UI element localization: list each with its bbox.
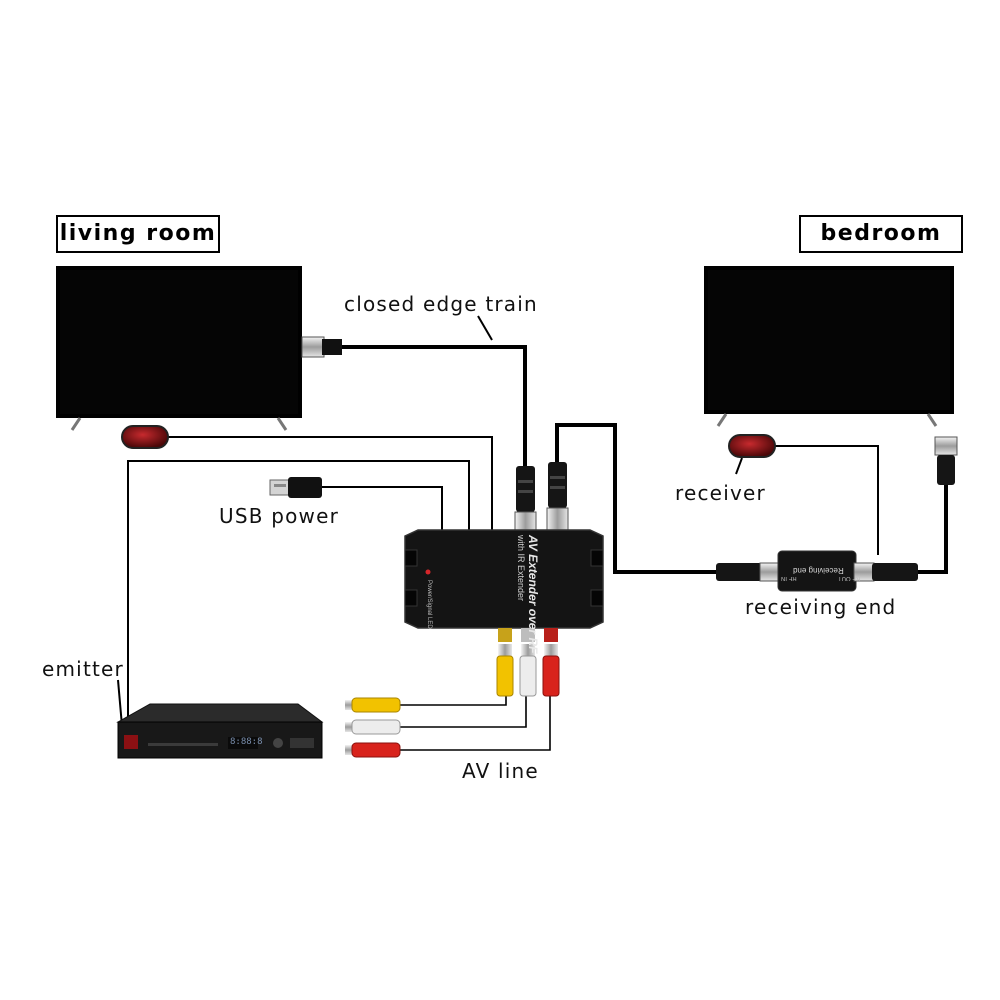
usb-power-label: USB power xyxy=(219,504,340,528)
av-line-white xyxy=(400,696,527,728)
bedroom-tv xyxy=(704,266,954,427)
rf-connector-right xyxy=(546,462,569,531)
device-led-text: Power/Signal LED xyxy=(426,580,432,629)
ir-receiver-living xyxy=(121,425,169,449)
bedroom-coax-plug xyxy=(934,436,958,485)
emitter-cable xyxy=(127,460,470,728)
device-title-text: AV Extender over RF xyxy=(526,535,540,654)
cables xyxy=(117,315,948,751)
usb-cable xyxy=(322,486,443,530)
av-line-label: AV line xyxy=(462,759,539,783)
av-line-yellow xyxy=(400,696,507,706)
bedroom-label: bedroom xyxy=(799,215,963,253)
receiving-end-label: receiving end xyxy=(745,595,897,619)
tv-coax-plug xyxy=(301,336,342,358)
av-extender-device xyxy=(404,462,604,642)
dvd-player xyxy=(116,703,324,759)
device-subtitle-text: with IR Extender xyxy=(516,535,526,602)
receiving-end-unit xyxy=(716,550,918,592)
living-room-label: living room xyxy=(56,215,220,253)
rca-cable-ends xyxy=(345,697,401,758)
closed-edge-train-label: closed edge train xyxy=(344,292,538,316)
coax-cable-bedroom-tv xyxy=(918,482,948,574)
emitter-label: emitter xyxy=(42,657,124,681)
ir-receiver-cable-bedroom xyxy=(772,445,879,555)
av-line-red xyxy=(400,696,551,751)
rca-plug-white xyxy=(519,644,537,697)
living-room-tv xyxy=(56,266,302,431)
rca-plugs xyxy=(496,644,560,697)
rca-plug-red xyxy=(542,644,560,697)
coax-cable-bedroom xyxy=(555,423,720,574)
coax-cable-living xyxy=(340,345,527,466)
receiving-end-port-in: RF IN xyxy=(781,575,797,581)
ir-receiver-cable-living xyxy=(168,436,493,530)
receiving-end-port-out: RF OUT xyxy=(838,575,861,581)
rca-plug-yellow xyxy=(496,644,514,697)
dvd-display-text: 8:88:8 xyxy=(230,737,263,747)
receiver-label: receiver xyxy=(675,481,766,505)
ir-receiver-bedroom xyxy=(728,434,776,458)
rf-connector-left xyxy=(514,466,537,531)
receiving-end-title-text: Receiving end xyxy=(793,566,844,575)
usb-plug xyxy=(269,477,322,498)
